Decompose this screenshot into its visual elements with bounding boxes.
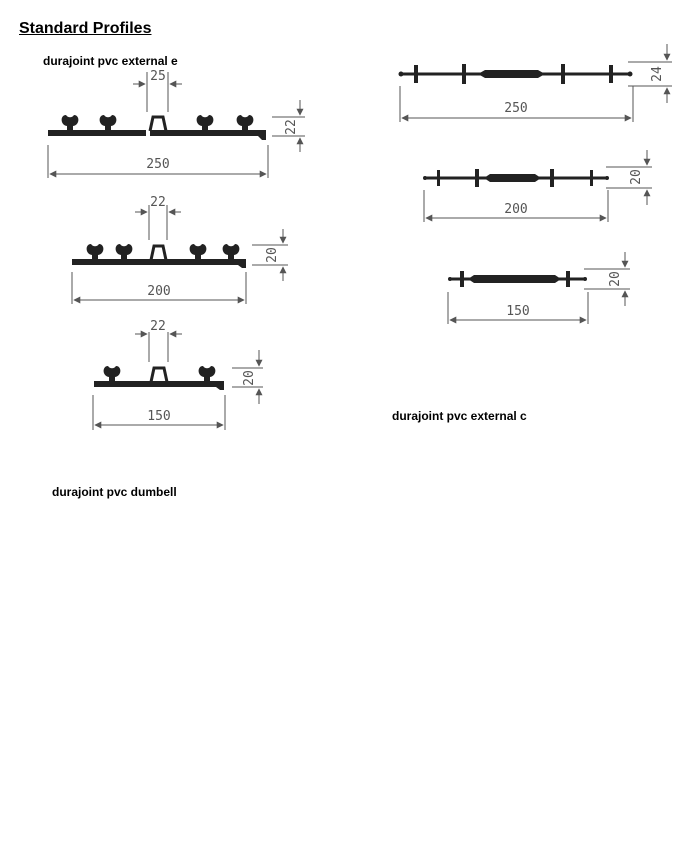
profile-external-e-250: 250 25 22 <box>47 69 305 178</box>
caption-external-c: durajoint pvc external c <box>392 409 527 423</box>
dim-height: 20 <box>629 169 644 185</box>
dim-width: 250 <box>504 101 527 116</box>
dim-height: 24 <box>650 66 665 82</box>
profile-external-e-150: 150 22 20 <box>92 319 263 430</box>
center-bulb <box>148 115 168 132</box>
center-bulb <box>149 244 168 261</box>
dim-height: 20 <box>265 247 280 263</box>
dim-height: 20 <box>608 271 623 287</box>
page-title: Standard Profiles <box>19 20 152 37</box>
dim-bulb: 25 <box>150 69 166 84</box>
dim-bulb: 22 <box>150 195 166 210</box>
dim-width: 200 <box>504 202 527 217</box>
dim-height: 20 <box>242 370 257 386</box>
profile-strip <box>94 381 224 390</box>
profile-external-e-200: 200 22 20 <box>71 195 288 304</box>
caption-dumbell: durajoint pvc dumbell <box>52 485 177 499</box>
profile-external-c-250: 250 24 <box>398 44 672 122</box>
center-bulb <box>149 366 169 383</box>
center-bulb <box>468 275 561 283</box>
caption-external-e: durajoint pvc external e <box>43 54 178 68</box>
profile-strip <box>72 259 246 268</box>
profile-strip <box>48 130 266 140</box>
profile-external-c-200: 200 20 <box>423 150 652 222</box>
center-bulb <box>478 70 545 78</box>
center-bulb <box>484 174 541 182</box>
dim-width: 250 <box>146 157 169 172</box>
dim-width: 150 <box>506 304 529 319</box>
dim-width: 150 <box>147 409 170 424</box>
dim-height: 22 <box>284 119 299 135</box>
profile-external-c-150: 150 20 <box>447 252 630 324</box>
dim-bulb: 22 <box>150 319 166 334</box>
dim-width: 200 <box>147 284 170 299</box>
